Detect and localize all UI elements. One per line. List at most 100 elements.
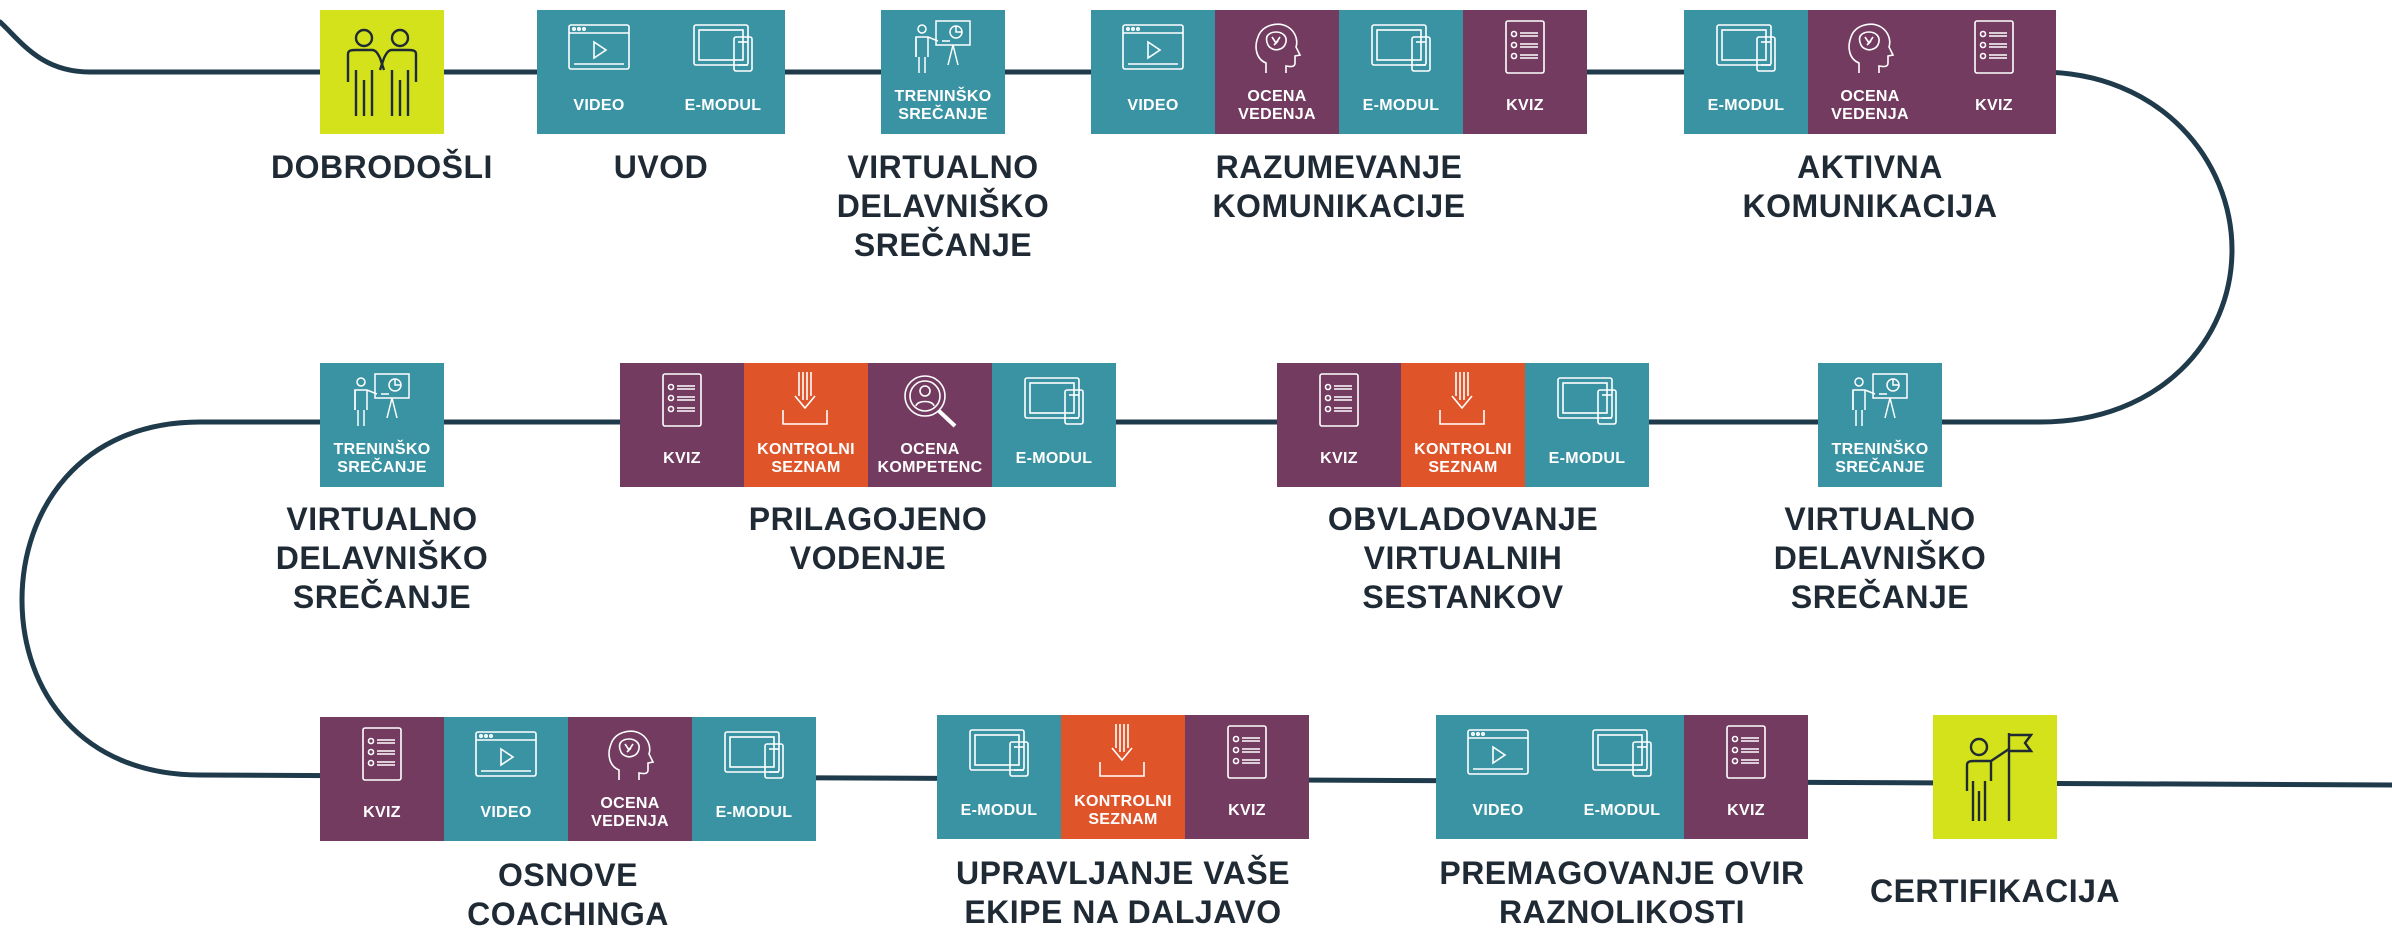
magnifier-person-icon xyxy=(868,363,992,437)
tile-welcome-people[interactable] xyxy=(320,10,444,134)
tile-label: VIDEO xyxy=(1472,802,1524,819)
tile-label: VIDEO xyxy=(1127,97,1179,114)
tile-quiz[interactable]: KVIZ xyxy=(1277,363,1401,487)
module-title-razumevanje: RAZUMEVANJE KOMUNIKACIJE xyxy=(1212,149,1466,224)
tile-presenter[interactable]: TRENINŠKO SREČANJE xyxy=(1818,363,1942,487)
tile-label: KVIZ xyxy=(663,450,701,467)
tile-label: E-MODUL xyxy=(1707,97,1785,114)
e-module-icon xyxy=(692,717,816,791)
tile-e-module[interactable]: E-MODUL xyxy=(1684,10,1808,134)
tile-label: OCENA KOMPETENC xyxy=(877,441,983,476)
quiz-icon xyxy=(620,363,744,437)
checklist-download-icon xyxy=(744,363,868,437)
e-module-icon xyxy=(992,363,1116,437)
tile-e-module[interactable]: E-MODUL xyxy=(992,363,1116,487)
video-icon xyxy=(444,717,568,791)
tile-video[interactable]: VIDEO xyxy=(1436,715,1560,839)
tile-label: OCENA VEDENJA xyxy=(1238,88,1316,123)
module-virtualno-2[interactable]: TRENINŠKO SREČANJE xyxy=(320,363,444,487)
presenter-icon xyxy=(320,363,444,437)
tile-label: E-MODUL xyxy=(715,804,793,821)
module-upravljanje[interactable]: E-MODUL KONTROLNI SEZNAM KVIZ xyxy=(937,715,1309,839)
tile-label: TRENINŠKO SREČANJE xyxy=(894,88,992,123)
module-premagovanje[interactable]: VIDEO E-MODUL KVIZ xyxy=(1436,715,1808,839)
tile-label: KVIZ xyxy=(1320,450,1358,467)
module-virtualno-3[interactable]: TRENINŠKO SREČANJE xyxy=(1818,363,1942,487)
module-uvod[interactable]: VIDEO E-MODUL xyxy=(537,10,785,134)
tile-label: E-MODUL xyxy=(1015,450,1093,467)
module-prilagojeno[interactable]: KVIZ KONTROLNI SEZNAM OCENA KOMPETENC E-MOD… xyxy=(620,363,1116,487)
person-flag-icon xyxy=(1933,715,2057,839)
e-module-icon xyxy=(1684,10,1808,84)
tile-label: TRENINŠKO SREČANJE xyxy=(333,441,431,476)
tile-e-module[interactable]: E-MODUL xyxy=(1339,10,1463,134)
tile-head-brain[interactable]: OCENA VEDENJA xyxy=(568,717,692,841)
quiz-icon xyxy=(1932,10,2056,84)
tile-magnifier-person[interactable]: OCENA KOMPETENC xyxy=(868,363,992,487)
head-brain-icon xyxy=(1808,10,1932,84)
tile-label: VIDEO xyxy=(480,804,532,821)
module-virtualno-1[interactable]: TRENINŠKO SREČANJE xyxy=(881,10,1005,134)
tile-checklist-download[interactable]: KONTROLNI SEZNAM xyxy=(1061,715,1185,839)
presenter-icon xyxy=(881,10,1005,84)
quiz-icon xyxy=(1185,715,1309,789)
module-title-virtualno-2: VIRTUALNO DELAVNIŠKO SREČANJE xyxy=(275,501,489,615)
video-icon xyxy=(1436,715,1560,789)
tile-checklist-download[interactable]: KONTROLNI SEZNAM xyxy=(744,363,868,487)
tile-video[interactable]: VIDEO xyxy=(537,10,661,134)
tile-head-brain[interactable]: OCENA VEDENJA xyxy=(1808,10,1932,134)
tile-label: E-MODUL xyxy=(960,802,1038,819)
tile-label: E-MODUL xyxy=(1583,802,1661,819)
tile-label: KVIZ xyxy=(1228,802,1266,819)
module-title-obvladovanje: OBVLADOVANJE VIRTUALNIH SESTANKOV xyxy=(1327,501,1599,615)
tile-e-module[interactable]: E-MODUL xyxy=(692,717,816,841)
head-brain-icon xyxy=(568,717,692,791)
tile-e-module[interactable]: E-MODUL xyxy=(937,715,1061,839)
tile-quiz[interactable]: KVIZ xyxy=(1684,715,1808,839)
e-module-icon xyxy=(1560,715,1684,789)
checklist-download-icon xyxy=(1061,715,1185,789)
tile-video[interactable]: VIDEO xyxy=(1091,10,1215,134)
module-title-upravljanje: UPRAVLJANJE VAŠE EKIPE NA DALJAVO xyxy=(956,855,1290,930)
module-obvladovanje[interactable]: KVIZ KONTROLNI SEZNAM E-MODUL xyxy=(1277,363,1649,487)
tile-quiz[interactable]: KVIZ xyxy=(1932,10,2056,134)
tile-quiz[interactable]: KVIZ xyxy=(320,717,444,841)
module-title-coaching: OSNOVE COACHINGA xyxy=(467,857,669,932)
tile-video[interactable]: VIDEO xyxy=(444,717,568,841)
tile-e-module[interactable]: E-MODUL xyxy=(1560,715,1684,839)
tile-label: KVIZ xyxy=(1975,97,2013,114)
module-title-uvod: UVOD xyxy=(613,149,709,185)
quiz-icon xyxy=(320,717,444,791)
tile-label: KVIZ xyxy=(1506,97,1544,114)
presenter-icon xyxy=(1818,363,1942,437)
tile-quiz[interactable]: KVIZ xyxy=(1185,715,1309,839)
module-razumevanje[interactable]: VIDEO OCENA VEDENJA E-MODUL KVIZ xyxy=(1091,10,1587,134)
tile-label: OCENA VEDENJA xyxy=(591,795,669,830)
module-coaching[interactable]: KVIZ VIDEO OCENA VEDENJA E-MODUL xyxy=(320,717,816,841)
tile-quiz[interactable]: KVIZ xyxy=(1463,10,1587,134)
module-aktivna[interactable]: E-MODUL OCENA VEDENJA KVIZ xyxy=(1684,10,2056,134)
tile-label: KONTROLNI SEZNAM xyxy=(757,441,855,476)
e-module-icon xyxy=(661,10,785,84)
tile-e-module[interactable]: E-MODUL xyxy=(661,10,785,134)
module-dobrodosli[interactable] xyxy=(320,10,444,134)
module-title-dobrodosli: DOBRODOŠLI xyxy=(271,149,493,185)
welcome-people-icon xyxy=(320,10,444,134)
tile-head-brain[interactable]: OCENA VEDENJA xyxy=(1215,10,1339,134)
quiz-icon xyxy=(1684,715,1808,789)
tile-e-module[interactable]: E-MODUL xyxy=(1525,363,1649,487)
module-title-certifikacija: CERTIFIKACIJA xyxy=(1869,873,2121,909)
tile-presenter[interactable]: TRENINŠKO SREČANJE xyxy=(320,363,444,487)
tile-presenter[interactable]: TRENINŠKO SREČANJE xyxy=(881,10,1005,134)
tile-person-flag[interactable] xyxy=(1933,715,2057,839)
tile-label: KVIZ xyxy=(1727,802,1765,819)
head-brain-icon xyxy=(1215,10,1339,84)
tile-checklist-download[interactable]: KONTROLNI SEZNAM xyxy=(1401,363,1525,487)
module-title-prilagojeno: PRILAGOJENO VODENJE xyxy=(748,501,988,576)
tile-label: TRENINŠKO SREČANJE xyxy=(1831,441,1929,476)
tile-quiz[interactable]: KVIZ xyxy=(620,363,744,487)
tile-label: E-MODUL xyxy=(1548,450,1626,467)
tile-label: KONTROLNI SEZNAM xyxy=(1414,441,1512,476)
tile-label: VIDEO xyxy=(573,97,625,114)
module-certifikacija[interactable] xyxy=(1933,715,2057,839)
